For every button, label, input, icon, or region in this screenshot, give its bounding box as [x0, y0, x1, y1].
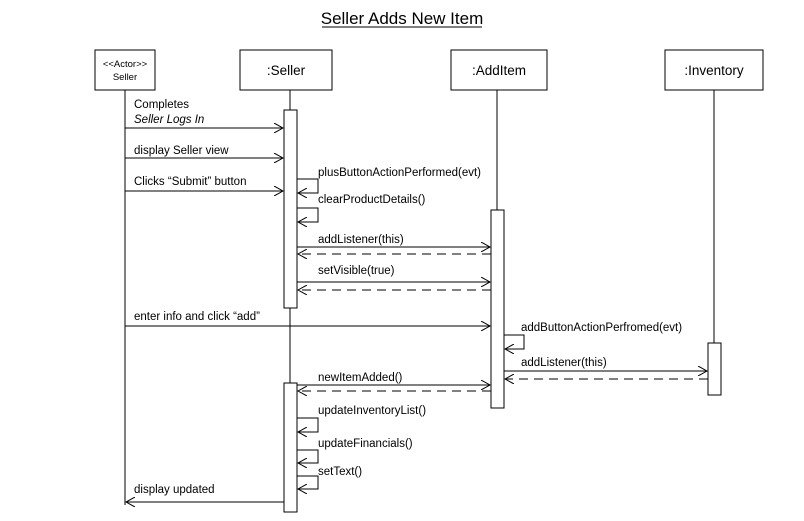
msg-set-text: setText()	[318, 466, 362, 478]
arrow-clear-product-self	[297, 207, 319, 222]
arrow-update-financials-self	[297, 449, 319, 463]
msg-add-button: addButtonActionPerfromed(evt)	[521, 322, 682, 334]
msg-update-financials: updateFinancials()	[318, 438, 413, 450]
participant-inventory: :Inventory	[664, 49, 764, 91]
participant-additem: :AddItem	[450, 49, 548, 91]
msg-enter-info: enter info and click “add”	[134, 311, 260, 323]
participant-seller: :Seller	[239, 49, 333, 91]
arrow-update-inventory-self	[297, 417, 319, 432]
msg-seller-logs-in: Seller Logs In	[134, 114, 204, 126]
actor-name: Seller	[113, 72, 137, 83]
participant-actor: <<Actor>> Seller	[94, 49, 156, 91]
msg-display-updated: display updated	[134, 484, 215, 496]
diagram-title: Seller Adds New Item	[321, 9, 484, 28]
arrow-plus-button-self	[297, 178, 319, 193]
msg-plus-button: plusButtonActionPerformed(evt)	[318, 167, 481, 179]
msg-clicks-submit: Clicks “Submit” button	[134, 176, 246, 188]
seller-label: :Seller	[267, 63, 306, 78]
msg-display-seller-view: display Seller view	[134, 145, 229, 157]
arrow-set-text-self	[297, 475, 319, 489]
arrow-add-button-self	[504, 334, 525, 349]
msg-update-inventory: updateInventoryList()	[318, 405, 426, 417]
msg-completes: Completes	[134, 99, 189, 111]
msg-set-visible: setVisible(true)	[318, 265, 395, 277]
msg-clear-product: clearProductDetails()	[318, 194, 426, 206]
activation-seller-1	[283, 109, 298, 309]
msg-add-listener: addListener(this)	[318, 234, 404, 246]
activation-inventory	[707, 342, 722, 396]
activation-seller-2	[283, 382, 298, 513]
additem-label: :AddItem	[472, 63, 526, 78]
msg-new-item-added: newItemAdded()	[318, 372, 403, 384]
actor-stereotype: <<Actor>>	[103, 59, 148, 70]
msg-add-listener-2: addListener(this)	[521, 357, 607, 369]
inventory-label: :Inventory	[684, 63, 744, 78]
activation-additem	[490, 209, 505, 409]
